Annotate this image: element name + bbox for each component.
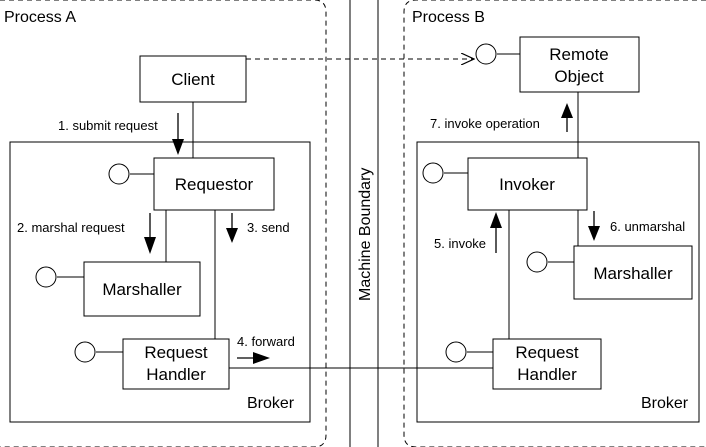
marshaller-a-label: Marshaller bbox=[102, 280, 182, 299]
request-handler-b-line1: Request bbox=[515, 343, 579, 362]
marshaller-b-label: Marshaller bbox=[593, 264, 673, 283]
step-2-label: 2. marshal request bbox=[17, 220, 125, 235]
broker-b-box bbox=[416, 141, 700, 423]
step-7-arrow-head bbox=[561, 103, 573, 118]
remote-object-interface-icon bbox=[475, 43, 497, 65]
request-handler-b-box bbox=[492, 338, 602, 390]
step-5-label: 5. invoke bbox=[434, 236, 486, 251]
step-5-arrow-head bbox=[490, 212, 502, 228]
machine-boundary-label: Machine Boundary bbox=[357, 168, 374, 301]
broker-a-label: Broker bbox=[247, 395, 295, 412]
requestor-interface-icon bbox=[108, 163, 130, 185]
step-3-label: 3. send bbox=[247, 220, 290, 235]
step-2-arrow-head bbox=[144, 237, 156, 254]
marshaller-b-interface-icon bbox=[526, 251, 548, 273]
process-a-boundary bbox=[0, 0, 327, 447]
process-a-label: Process A bbox=[4, 9, 76, 26]
invoker-interface-icon bbox=[422, 162, 444, 184]
remote-object-box bbox=[519, 36, 640, 93]
requestor-label: Requestor bbox=[175, 175, 254, 194]
invoker-label: Invoker bbox=[499, 175, 555, 194]
marshaller-b-box bbox=[573, 245, 693, 300]
client-label: Client bbox=[171, 70, 215, 89]
step-6-arrow-head bbox=[588, 226, 600, 241]
client-box bbox=[139, 55, 247, 103]
invoker-box bbox=[467, 157, 588, 211]
step-6-label: 6. unmarshal bbox=[610, 219, 685, 234]
process-b-label: Process B bbox=[412, 9, 485, 26]
step-4-label: 4. forward bbox=[237, 334, 295, 349]
marshaller-a-box bbox=[83, 261, 201, 317]
marshaller-a-interface-icon bbox=[35, 266, 57, 288]
broker-a-box bbox=[9, 141, 311, 423]
step-7-label: 7. invoke operation bbox=[430, 116, 540, 131]
request-handler-a-line2: Handler bbox=[146, 365, 206, 384]
request-handler-a-box bbox=[122, 338, 230, 390]
step-3-arrow-head bbox=[226, 228, 238, 243]
request-handler-b-interface-icon bbox=[445, 341, 467, 363]
remote-object-line2: Object bbox=[554, 67, 603, 86]
step-1-arrow-head bbox=[172, 139, 184, 155]
step-1-label: 1. submit request bbox=[58, 118, 158, 133]
remote-object-line1: Remote bbox=[549, 45, 609, 64]
broker-b-label: Broker bbox=[641, 395, 689, 412]
request-handler-a-line1: Request bbox=[144, 343, 208, 362]
step-4-arrow-head bbox=[253, 352, 270, 364]
requestor-box bbox=[153, 157, 275, 211]
request-handler-a-interface-icon bbox=[74, 341, 96, 363]
request-handler-b-line2: Handler bbox=[517, 365, 577, 384]
